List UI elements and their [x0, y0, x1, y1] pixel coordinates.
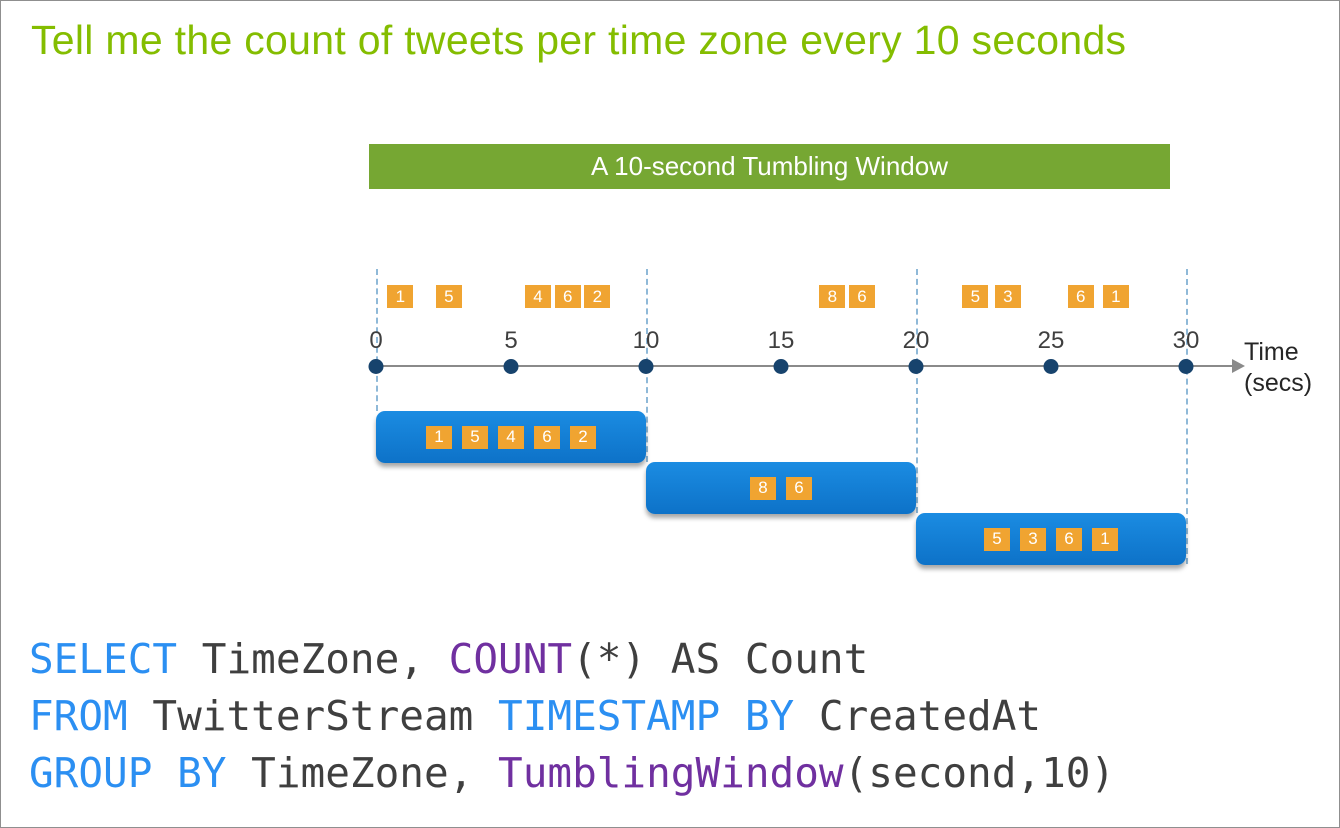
- tumbling-window-banner: A 10-second Tumbling Window: [369, 144, 1170, 189]
- tick-label: 10: [632, 327, 660, 354]
- window-boundary-guide: [1186, 269, 1188, 564]
- event-chip: 4: [525, 285, 551, 308]
- code-token: COUNT: [448, 635, 573, 683]
- code-line: GROUP BY TimeZone, TumblingWindow(second…: [29, 745, 1115, 802]
- code-token: GROUP BY: [29, 749, 227, 797]
- time-axis-line: [370, 365, 1232, 367]
- code-token: (second,10): [843, 749, 1116, 797]
- window-event-chip: 4: [498, 425, 524, 449]
- window-event-chip: 1: [1092, 527, 1118, 551]
- window-event-chip: 6: [786, 476, 812, 500]
- tick-label: 0: [369, 327, 383, 354]
- code-token: TimeZone,: [226, 749, 499, 797]
- code-token: FROM: [29, 692, 128, 740]
- timeline-dot: [1043, 359, 1059, 374]
- tick-label: 30: [1172, 327, 1200, 354]
- code-token: TwitterStream: [127, 692, 499, 740]
- timeline-dot: [1178, 359, 1194, 374]
- time-axis-label-line2: (secs): [1244, 369, 1313, 397]
- window-event-chip: 2: [570, 425, 596, 449]
- window-event-chip: 5: [462, 425, 488, 449]
- event-chip: 1: [1102, 285, 1129, 308]
- timeline-dot: [368, 359, 384, 374]
- timeline-dot: [638, 359, 654, 374]
- tick-label: 20: [902, 327, 930, 354]
- code-token: CreatedAt: [794, 692, 1042, 740]
- window-boundary-guide: [376, 269, 378, 411]
- code-line: SELECT TimeZone, COUNT(*) AS Count: [29, 631, 1115, 688]
- time-axis-label-line1: Time: [1244, 338, 1299, 366]
- event-chip: 5: [435, 285, 462, 308]
- banner-label: A 10-second Tumbling Window: [591, 151, 948, 181]
- tick-label: 15: [767, 327, 795, 354]
- event-chip: 2: [584, 285, 611, 308]
- code-token: TumblingWindow: [498, 749, 844, 797]
- timeline-dot: [908, 359, 924, 374]
- event-chip: 6: [554, 285, 581, 308]
- event-chip: 3: [994, 285, 1021, 308]
- window-event-chip: 1: [426, 425, 452, 449]
- tick-label: 25: [1037, 327, 1065, 354]
- code-token: SELECT: [29, 635, 178, 683]
- event-chip: 6: [1067, 285, 1094, 308]
- tick-label: 5: [504, 327, 518, 354]
- timeline-dot: [773, 359, 789, 374]
- timeline-dot: [503, 359, 519, 374]
- time-axis-label: Time (secs): [1244, 337, 1312, 399]
- code-token: (*) AS Count: [572, 635, 869, 683]
- window-event-chip: 3: [1020, 527, 1046, 551]
- window-event-chip: 6: [534, 425, 560, 449]
- code-line: FROM TwitterStream TIMESTAMP BY CreatedA…: [29, 688, 1115, 745]
- window-event-chip: 6: [1056, 527, 1082, 551]
- code-token: TimeZone,: [177, 635, 449, 683]
- page-title: Tell me the count of tweets per time zon…: [31, 17, 1127, 63]
- window-boundary-guide: [916, 269, 918, 513]
- code-token: TIMESTAMP BY: [498, 692, 795, 740]
- time-axis-arrowhead: [1232, 359, 1245, 373]
- event-chip: 6: [849, 285, 875, 308]
- window-event-chip: 5: [984, 527, 1010, 551]
- event-chip: 8: [819, 285, 846, 308]
- event-chip: 5: [962, 285, 989, 308]
- window-event-chip: 8: [750, 476, 776, 500]
- event-chip: 1: [387, 285, 414, 308]
